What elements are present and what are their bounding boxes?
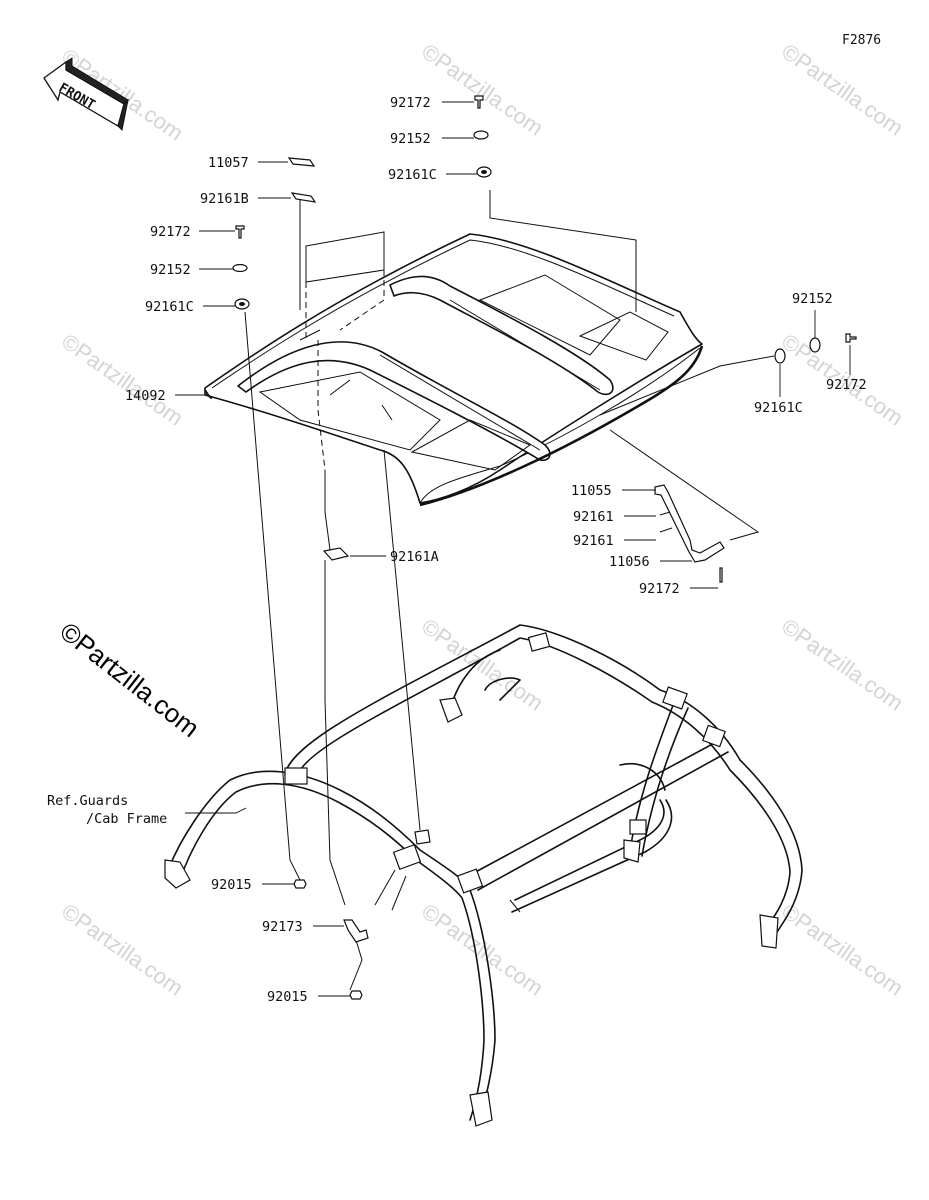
watermark: ©Partzilla.com [777, 39, 908, 141]
part-label-92152-right: 92152 [792, 291, 833, 307]
washer-icon [473, 130, 489, 140]
part-label-92172-right: 92172 [826, 377, 867, 393]
pad-92161B-icon [290, 192, 317, 203]
leader-lines [175, 101, 851, 997]
watermark: ©Partzilla.com [417, 39, 548, 141]
part-label-92172-left: 92172 [150, 224, 191, 240]
roof-panel [204, 233, 704, 507]
hardware-right [774, 333, 857, 364]
nut-icon [349, 990, 363, 1000]
watermark: ©Partzilla.com [777, 899, 908, 1001]
reference-label-line1: Ref.Guards [47, 793, 128, 809]
part-label-92172-bracket: 92172 [639, 581, 680, 597]
part-label-11055: 11055 [571, 483, 612, 499]
watermark: ©Partzilla.com [417, 899, 548, 1001]
watermark: ©Partzilla.com [57, 329, 188, 431]
reference-label-line2: /Cab Frame [86, 811, 167, 827]
part-label-92152-top: 92152 [390, 131, 431, 147]
washer-icon [809, 337, 821, 353]
bolt-icon [474, 95, 484, 109]
nut-icon [293, 879, 307, 889]
part-label-92161B: 92161B [200, 191, 249, 207]
washer-icon [232, 263, 248, 273]
figure-code: F2876 [842, 33, 881, 48]
part-label-92152-left: 92152 [150, 262, 191, 278]
part-label-92161C-top: 92161C [388, 167, 437, 183]
hardware-top [473, 95, 492, 178]
part-label-92161-b: 92161 [573, 533, 614, 549]
part-label-11057: 11057 [208, 155, 249, 171]
pad-92161A-icon [322, 547, 350, 561]
plate-11057-icon [287, 157, 316, 167]
bracket-assembly [654, 484, 725, 583]
cab-frame [164, 624, 803, 1127]
watermark: ©Partzilla.com [417, 614, 548, 716]
part-label-92161-a: 92161 [573, 509, 614, 525]
screw-icon [719, 567, 723, 583]
nuts [293, 879, 369, 1000]
watermarks: ©Partzilla.com ©Partzilla.com ©Partzilla… [57, 39, 908, 1001]
watermark: ©Partzilla.com [777, 614, 908, 716]
part-label-92172-top: 92172 [390, 95, 431, 111]
grommet-icon [774, 348, 786, 364]
bolt-icon [235, 225, 245, 239]
part-label-92173: 92173 [262, 919, 303, 935]
part-labels: 92172 92152 92161C 11057 92161B 92172 92… [125, 95, 867, 1005]
part-label-92161C-left: 92161C [145, 299, 194, 315]
hardware-left [232, 225, 250, 310]
part-label-92161A: 92161A [390, 549, 439, 565]
bolt-icon [845, 333, 857, 343]
front-arrow-icon: FRONT [43, 57, 129, 132]
part-label-92161C-right: 92161C [754, 400, 803, 416]
construction-lines [244, 190, 775, 991]
part-label-11056: 11056 [609, 554, 650, 570]
watermark: ©Partzilla.com [57, 899, 188, 1001]
part-label-92015-upper: 92015 [211, 877, 252, 893]
part-label-92015-lower: 92015 [267, 989, 308, 1005]
partzilla-logo: ©Partzilla.com [54, 616, 205, 743]
part-label-14092: 14092 [125, 388, 166, 404]
clamp-92173-icon [343, 919, 369, 943]
